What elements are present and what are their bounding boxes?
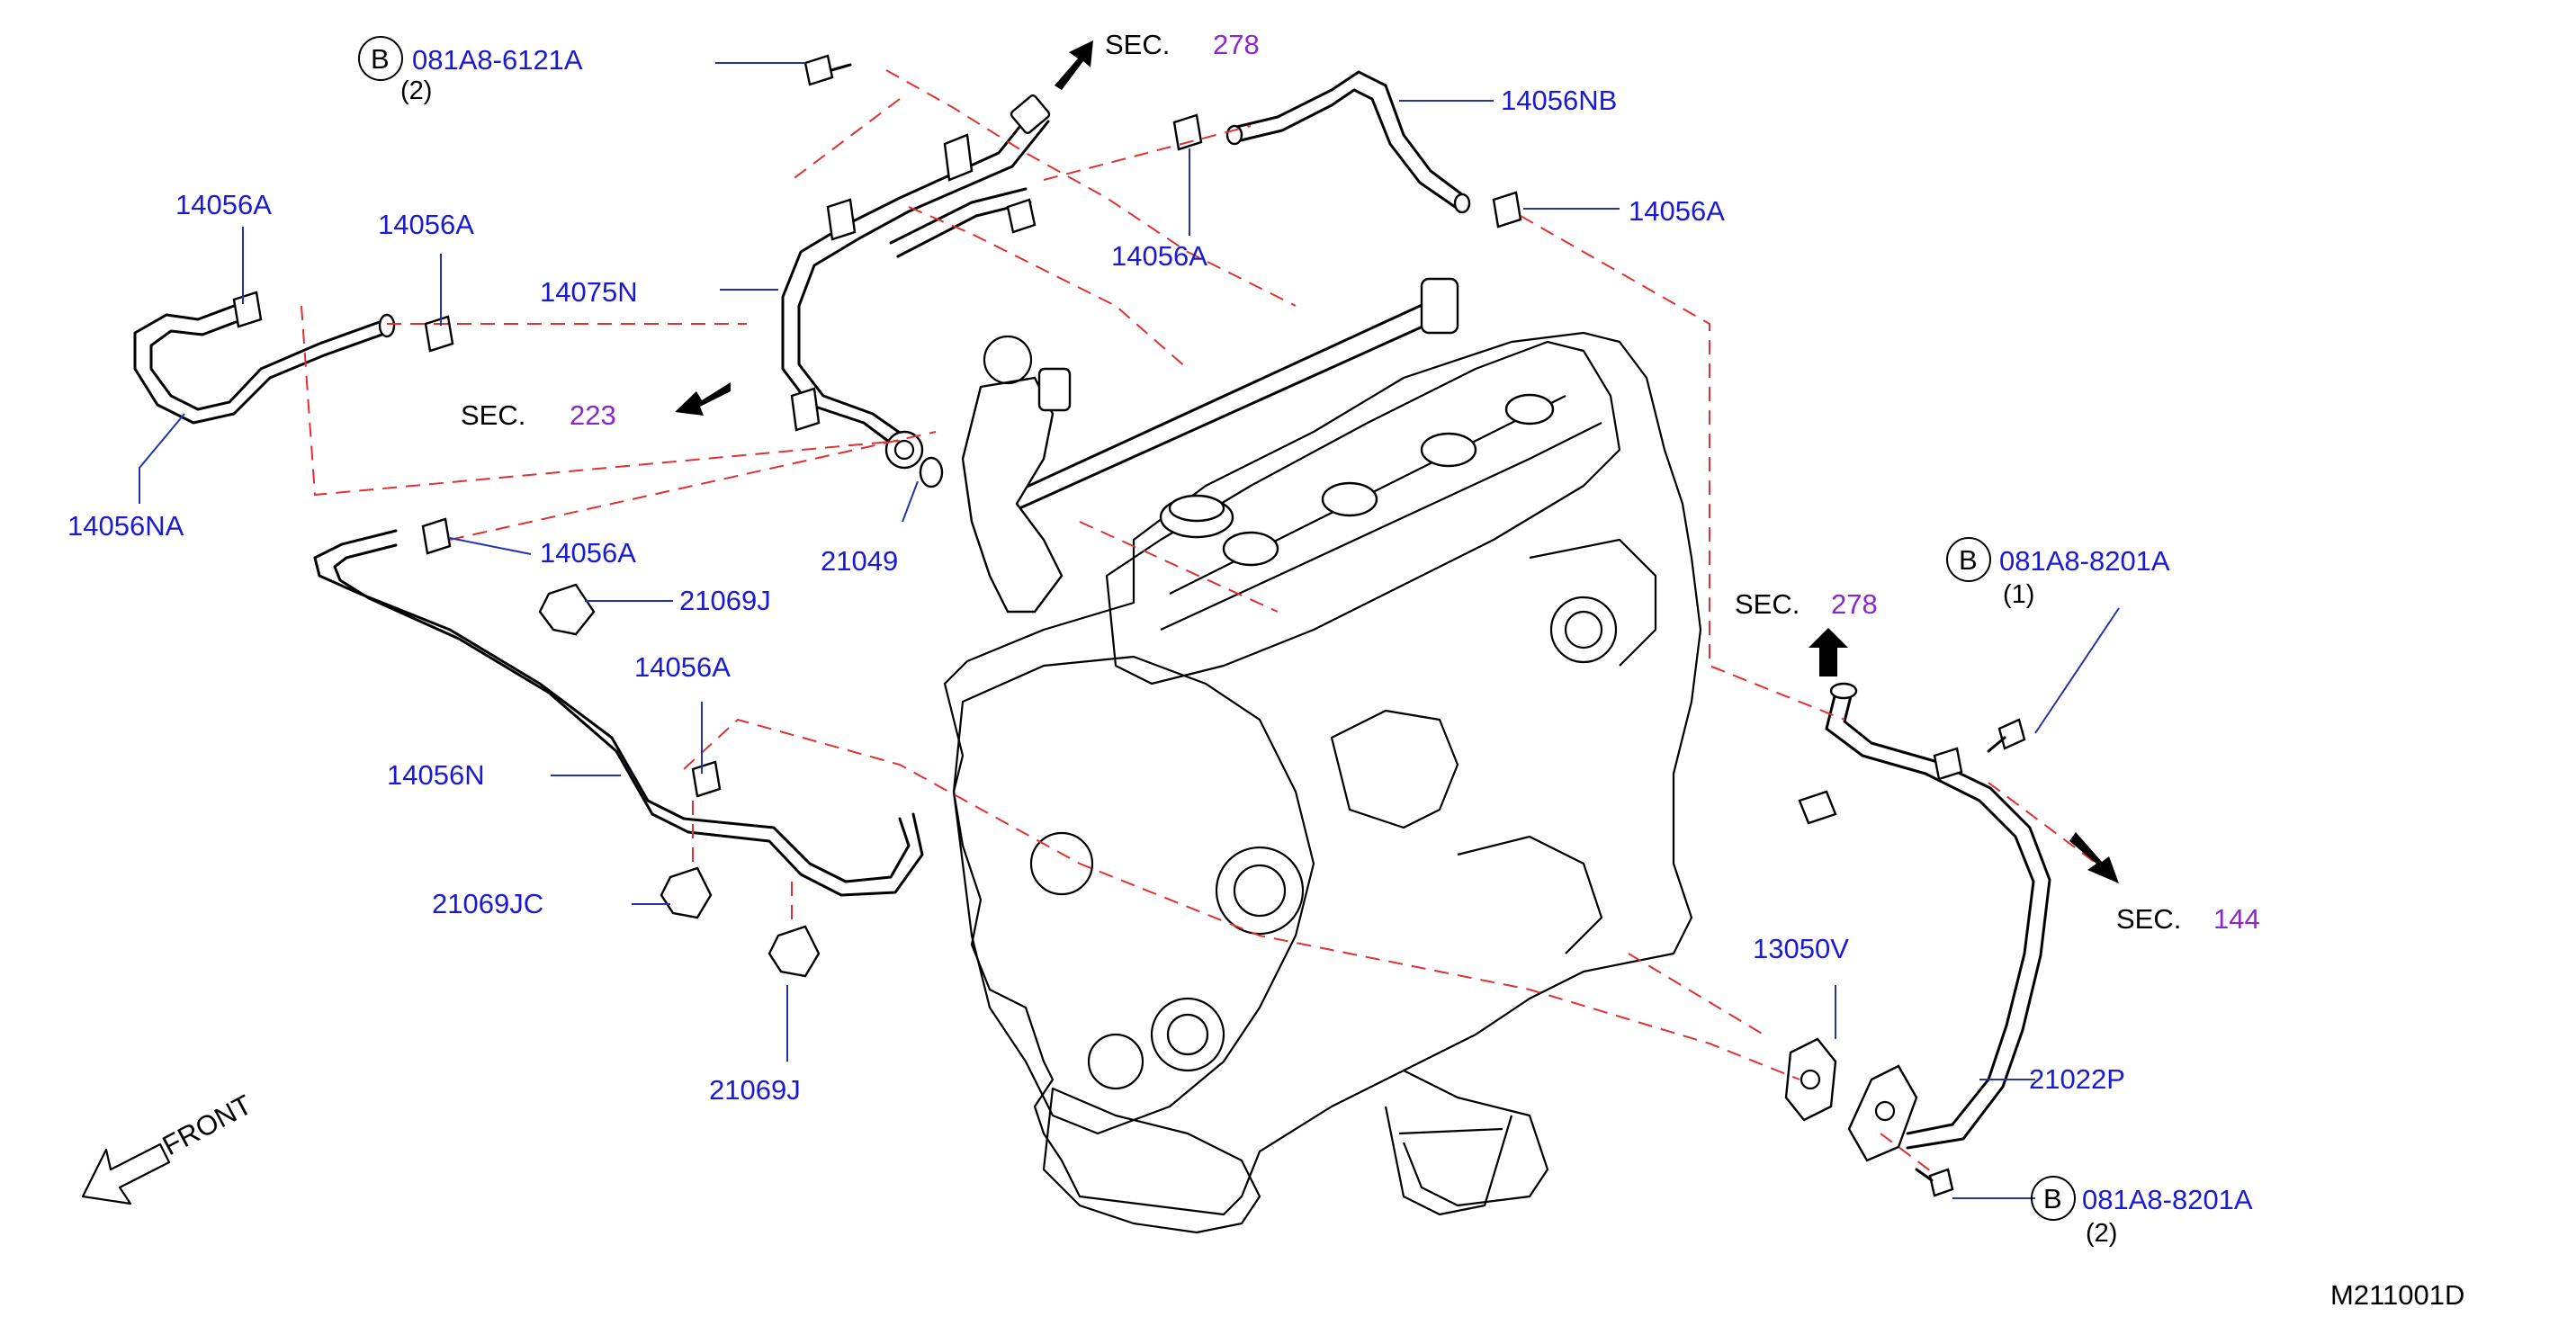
hose-14056na xyxy=(133,304,396,425)
part-label-14056a: 14056A xyxy=(378,209,474,240)
bolt-quantity: (1) xyxy=(2003,580,2034,609)
part-label-14056a: 14056A xyxy=(634,651,731,683)
bolts xyxy=(803,54,2026,1197)
bolt-symbol: B xyxy=(1959,544,1978,576)
bolt-quantity: (2) xyxy=(400,76,432,105)
water-pipe-21022p xyxy=(1798,682,2051,1162)
section-prefix: SEC. xyxy=(2116,903,2181,935)
arrow-up-right-icon xyxy=(1055,40,1093,90)
hose-14056n xyxy=(313,529,924,897)
part-label-13050v: 13050V xyxy=(1753,933,1849,964)
bolt-circle-icon xyxy=(2031,1176,2076,1221)
section-number: 144 xyxy=(2213,903,2260,935)
arrow-left-icon xyxy=(675,382,731,416)
part-label-14075n: 14075N xyxy=(540,276,638,308)
part-label-14056a: 14056A xyxy=(1629,195,1725,227)
bolt-circle-icon xyxy=(358,36,403,81)
engine-block xyxy=(943,277,1702,1234)
o-ring-21049 xyxy=(919,456,944,488)
section-number: 223 xyxy=(570,399,616,431)
bolt-part-number: 081A8-8201A xyxy=(2082,1184,2253,1215)
labels: B 081A8-6121A (2) SEC. 278 14056NB 14056… xyxy=(67,29,2464,1311)
hose-clips xyxy=(538,583,821,978)
gasket-13050v xyxy=(1784,1037,1837,1122)
leader-lines xyxy=(139,62,2120,1199)
section-prefix: SEC. xyxy=(1735,588,1800,620)
section-prefix: SEC. xyxy=(461,399,525,431)
water-pipe-14075n xyxy=(781,94,1051,470)
part-label-14056nb: 14056NB xyxy=(1501,85,1617,116)
part-label-14056a: 14056A xyxy=(175,189,272,220)
part-label-21069j: 21069J xyxy=(709,1074,801,1106)
part-label-21069j: 21069J xyxy=(679,585,771,616)
part-label-21069jc: 21069JC xyxy=(432,888,543,919)
bolt-symbol: B xyxy=(371,43,390,75)
arrow-down-right-icon xyxy=(2069,832,2119,883)
front-label: FRONT xyxy=(157,1089,257,1161)
part-label-14056a: 14056A xyxy=(540,537,636,569)
section-number: 278 xyxy=(1213,29,1260,60)
section-number: 278 xyxy=(1831,588,1878,620)
bolt-part-number: 081A8-6121A xyxy=(412,44,583,76)
front-arrow: FRONT xyxy=(81,1089,257,1205)
section-prefix: SEC. xyxy=(1105,29,1170,60)
part-label-14056n: 14056N xyxy=(387,759,485,791)
front-arrow-icon xyxy=(81,1142,171,1205)
bolt-symbol: B xyxy=(2043,1183,2062,1214)
bolt-circle-icon xyxy=(1946,537,1991,582)
diagram-id-code: M211001D xyxy=(2330,1279,2464,1311)
clamps xyxy=(232,113,1522,798)
part-label-14056a: 14056A xyxy=(1111,240,1207,272)
section-arrows xyxy=(675,40,2119,883)
arrow-up-icon xyxy=(1809,628,1848,676)
part-label-21049: 21049 xyxy=(821,545,898,577)
assembly-dash-lines xyxy=(301,69,2097,1175)
bolt-part-number: 081A8-8201A xyxy=(1999,545,2170,577)
hose-14056nb xyxy=(1225,70,1471,214)
part-label-21022p: 21022P xyxy=(2029,1063,2125,1095)
part-label-14056na: 14056NA xyxy=(67,510,184,542)
bolt-quantity: (2) xyxy=(2086,1219,2117,1248)
